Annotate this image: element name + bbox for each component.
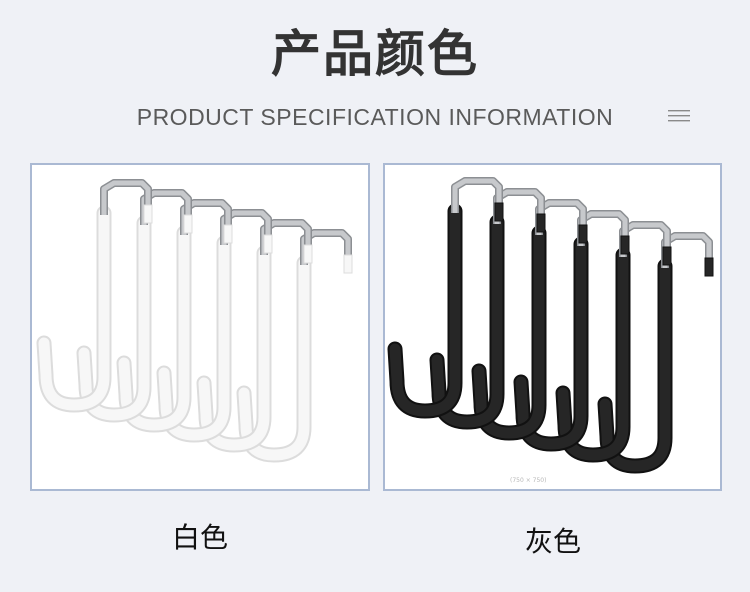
gray-hooks-image — [387, 177, 714, 474]
gray-hooks-image-panel: (750 × 750) — [383, 163, 722, 491]
white-color-label: 白色 — [171, 521, 228, 554]
white-hooks-image-panel — [30, 163, 370, 491]
hamburger-menu-icon[interactable] — [668, 109, 690, 123]
image-watermark: (750 × 750) — [510, 477, 547, 484]
hook-item — [387, 177, 504, 419]
gray-color-label: 灰色 — [524, 525, 581, 558]
hook-item — [36, 179, 153, 413]
page-title: 产品颜色 — [271, 25, 479, 83]
page-subtitle: PRODUCT SPECIFICATION INFORMATION — [136, 104, 614, 130]
white-hooks-image — [36, 179, 353, 463]
